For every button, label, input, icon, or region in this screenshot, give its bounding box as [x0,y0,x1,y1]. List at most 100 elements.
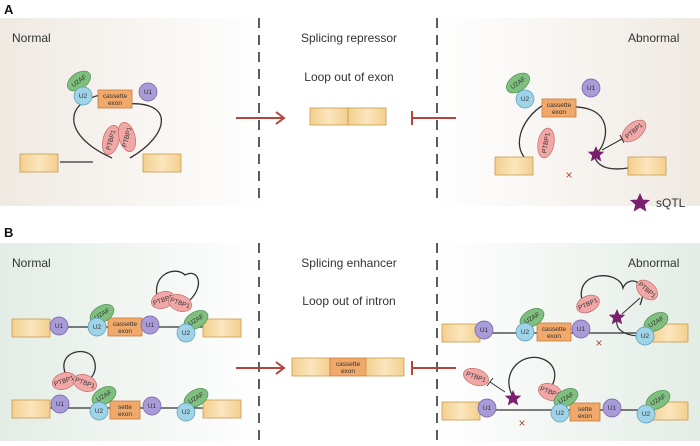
sqtl-star-icon [629,193,651,212]
u2-factor [73,86,93,106]
exon-box [202,318,242,338]
intron-line [594,157,629,170]
u2-label: U2 [641,333,650,340]
u2-label: U2 [642,411,651,418]
u2-factor [89,401,109,421]
u2-label: U2 [95,408,104,415]
exon-box [494,156,534,176]
cassette-label-2: exon [108,100,122,107]
ptbp1-label: PTBP1 [541,132,552,154]
intron-loop [63,351,96,381]
u1-factor [138,82,158,102]
u2-factor [176,323,196,343]
u1-label: U1 [480,327,489,334]
u2-label: U2 [521,96,530,103]
sqtl-star-icon [587,146,605,162]
u2-factor [550,403,570,423]
exon-box [347,107,387,126]
cassette-exon [541,98,577,118]
u2-factor [515,89,535,109]
exon-box [309,107,349,126]
panel-b-center: cassette exon [236,357,456,377]
panel-b-abnormal-top: cassette exon U1 U2AF U2 U1 PTBP1 PTBP1 … [441,275,689,350]
legend-sqtl-label: sQTL [656,196,686,210]
u1-label: U1 [148,403,157,410]
u2af-factor [506,72,530,94]
sette-label-2: exon [578,413,592,420]
ptbp1-factor [621,119,647,143]
u1-label: U1 [56,401,65,408]
cross-icon: × [565,168,572,182]
inhibit-line [621,297,641,315]
panel-b-center-subtitle: Loop out of intron [302,294,395,308]
u2af-factor [91,386,117,406]
cassette-exon [536,322,572,342]
u2-label: U2 [93,324,102,331]
inhibit-bar [486,377,494,387]
u1-factor [140,315,160,335]
cassette-label-1: cassette [103,93,128,100]
exon-box [365,357,405,377]
cassette-label-1: cassette [547,102,572,109]
ptbp1-factor [537,127,555,159]
u2-label: U2 [521,329,530,336]
u1-factor [50,394,70,414]
sette-label-1: sette [578,406,592,413]
cassette-label-2: exon [341,368,355,375]
cassette-label-1: cassette [336,361,361,368]
ptbp1-factor [636,279,658,301]
u1-factor [49,316,69,336]
u1-label: U1 [144,89,153,96]
cassette-label-1: cassette [113,321,138,328]
u2-factor [515,322,535,342]
u2af-factor [553,388,579,408]
u1-label: U1 [577,326,586,333]
cassette-exon [97,89,133,109]
inhibit-bar [619,134,625,144]
u2-factor [176,402,196,422]
exon-box [142,153,182,173]
u1-factor [602,398,622,418]
exon-box [11,399,51,419]
arrow-head [275,111,286,125]
panel-a-normal-diagram: cassette exon U2AF U2 U1 PTBP1 PTBP1 [19,70,182,173]
intron-line [616,319,639,337]
inhibit-line [601,138,623,151]
ptbp1-factor [73,374,97,392]
ptbp1-factor [463,367,489,387]
cassette-label-1: cassette [542,326,567,333]
panel-a-letter: A [4,2,14,17]
intron-loop [508,356,556,396]
legend-sqtl: sQTL [629,193,686,212]
u2-label: U2 [182,409,191,416]
sqtl-star-icon [608,309,626,325]
u1-factor [581,78,601,98]
inhibit-line [489,381,506,393]
u2-factor [636,404,656,424]
exon-box [291,357,331,377]
intron-loop [155,270,200,301]
exon-box [11,318,51,338]
ptbp1-factor [168,294,192,312]
u2-label: U2 [182,330,191,337]
sette-label-2: exon [118,411,132,418]
panel-a-center-title: Splicing repressor [301,31,397,45]
panel-a-center-subtitle: Loop out of exon [304,70,393,84]
u1-label: U1 [146,322,155,329]
panel-a-abnormal-title: Abnormal [628,31,679,45]
sette-label-1: sette [118,404,132,411]
u1-factor [571,319,591,339]
cassette-label-2: exon [552,109,566,116]
u1-factor [477,398,497,418]
panel-b-abnormal-bottom: sette exon PTBP1 PTBP1 U1 U2AF U2 U1 U2A… [441,356,689,430]
cassette-exon [569,402,601,422]
ptbp1-factor [576,294,600,314]
exon-box [441,323,481,343]
panel-b-normal-title: Normal [12,256,51,270]
panel-b-letter: B [4,225,13,240]
exon-box [627,156,667,176]
cassette-exon [109,400,141,420]
u1-label: U1 [483,405,492,412]
panel-b-normal-top: cassette exon U1 U2AF U2 U1 PTBP1 PTBP1 … [11,270,242,343]
u1-label: U1 [55,323,64,330]
